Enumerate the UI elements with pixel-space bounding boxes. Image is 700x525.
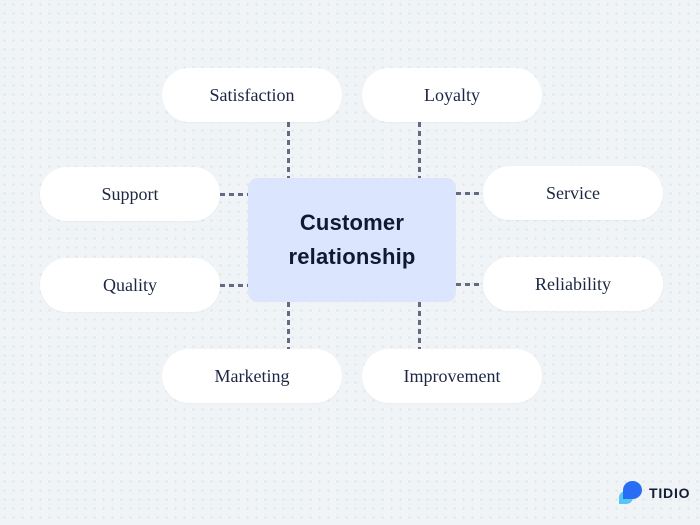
node-quality: Quality (40, 258, 220, 312)
tidio-logo-text: TIDIO (649, 484, 691, 501)
node-service-label: Service (546, 182, 600, 203)
tidio-logo: TIDIO (619, 481, 690, 504)
node-satisfaction: Satisfaction (162, 68, 342, 122)
node-service: Service (483, 166, 663, 220)
node-improvement: Improvement (362, 349, 542, 403)
node-support: Support (40, 167, 220, 221)
node-reliability: Reliability (483, 257, 663, 311)
tidio-chat-bubbles-icon (619, 481, 642, 504)
node-marketing-label: Marketing (214, 365, 290, 386)
connector-center-to-satisfaction (287, 122, 290, 178)
center-node-label: Customer relationship (288, 210, 416, 269)
connector-center-to-support (220, 193, 248, 196)
node-improvement-label: Improvement (403, 365, 501, 386)
connector-center-to-improvement (418, 302, 421, 349)
node-support-label: Support (101, 183, 159, 204)
node-quality-label: Quality (103, 274, 157, 295)
node-reliability-label: Reliability (535, 273, 611, 294)
chat-bubble-blue-icon (623, 481, 642, 499)
node-loyalty-label: Loyalty (424, 84, 480, 105)
connector-center-to-reliability (456, 283, 483, 286)
connector-center-to-marketing (287, 302, 290, 349)
node-marketing: Marketing (162, 349, 342, 403)
node-loyalty: Loyalty (362, 68, 542, 122)
connector-center-to-loyalty (418, 122, 421, 178)
connector-center-to-quality (220, 284, 248, 287)
node-satisfaction-label: Satisfaction (209, 84, 295, 105)
connector-center-to-service (456, 192, 483, 195)
center-node-customer-relationship: Customer relationship (248, 178, 456, 302)
